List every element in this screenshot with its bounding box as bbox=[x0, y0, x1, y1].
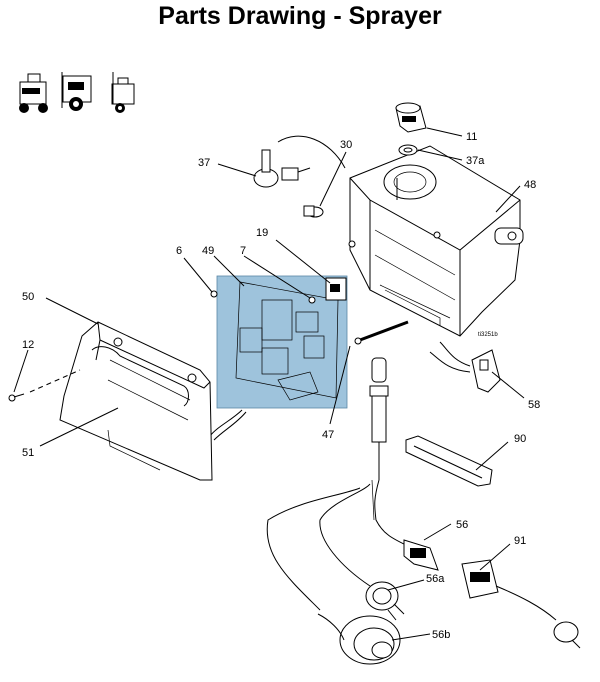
strain-relief bbox=[369, 357, 389, 480]
drawing-ref: ti3251b bbox=[478, 332, 498, 338]
callout-51: 51 bbox=[22, 447, 34, 459]
bolt-47 bbox=[354, 320, 409, 345]
callout-48: 48 bbox=[524, 179, 536, 191]
connector-19 bbox=[325, 277, 347, 301]
screw-12 bbox=[8, 369, 81, 402]
nut-37a bbox=[398, 144, 418, 156]
callout-91: 91 bbox=[514, 535, 526, 547]
callout-37a: 37a bbox=[466, 155, 485, 167]
callout-49: 49 bbox=[202, 245, 214, 257]
sprayer-model-b-icon bbox=[61, 72, 92, 111]
callout-30: 30 bbox=[340, 139, 352, 151]
callout-58: 58 bbox=[528, 399, 540, 411]
callout-11: 11 bbox=[466, 131, 477, 143]
callout-6: 6 bbox=[176, 245, 182, 257]
plug-56a bbox=[365, 581, 405, 621]
callout-56b: 56b bbox=[432, 629, 450, 641]
plug-56b bbox=[317, 613, 401, 665]
callout-37: 37 bbox=[198, 157, 210, 169]
callout-12: 12 bbox=[22, 339, 34, 351]
sprayer-model-c-icon bbox=[111, 72, 135, 113]
callout-47: 47 bbox=[322, 429, 334, 441]
callout-7: 7 bbox=[240, 245, 246, 257]
screw-7 bbox=[308, 296, 316, 304]
callout-19: 19 bbox=[256, 227, 268, 239]
enclosure-48: ti3251b bbox=[348, 145, 524, 338]
callout-56a: 56a bbox=[426, 573, 445, 585]
callout-50: 50 bbox=[22, 291, 34, 303]
leader-lines bbox=[13, 127, 525, 641]
cord-91 bbox=[461, 559, 581, 649]
page-title: Parts Drawing - Sprayer bbox=[158, 2, 442, 30]
knob-11 bbox=[395, 102, 427, 133]
plug-56 bbox=[403, 539, 439, 571]
power-cables bbox=[266, 479, 413, 611]
callout-90: 90 bbox=[514, 433, 526, 445]
sprayer-model-a-icon bbox=[19, 73, 48, 113]
control-board bbox=[209, 275, 348, 441]
callout-56: 56 bbox=[456, 519, 468, 531]
bracket-90 bbox=[405, 435, 493, 487]
cover-50 bbox=[59, 321, 213, 481]
switch-58 bbox=[429, 341, 501, 393]
potentiometer-37 bbox=[253, 135, 346, 188]
bushing-30 bbox=[303, 205, 324, 218]
screw-6 bbox=[210, 290, 218, 298]
